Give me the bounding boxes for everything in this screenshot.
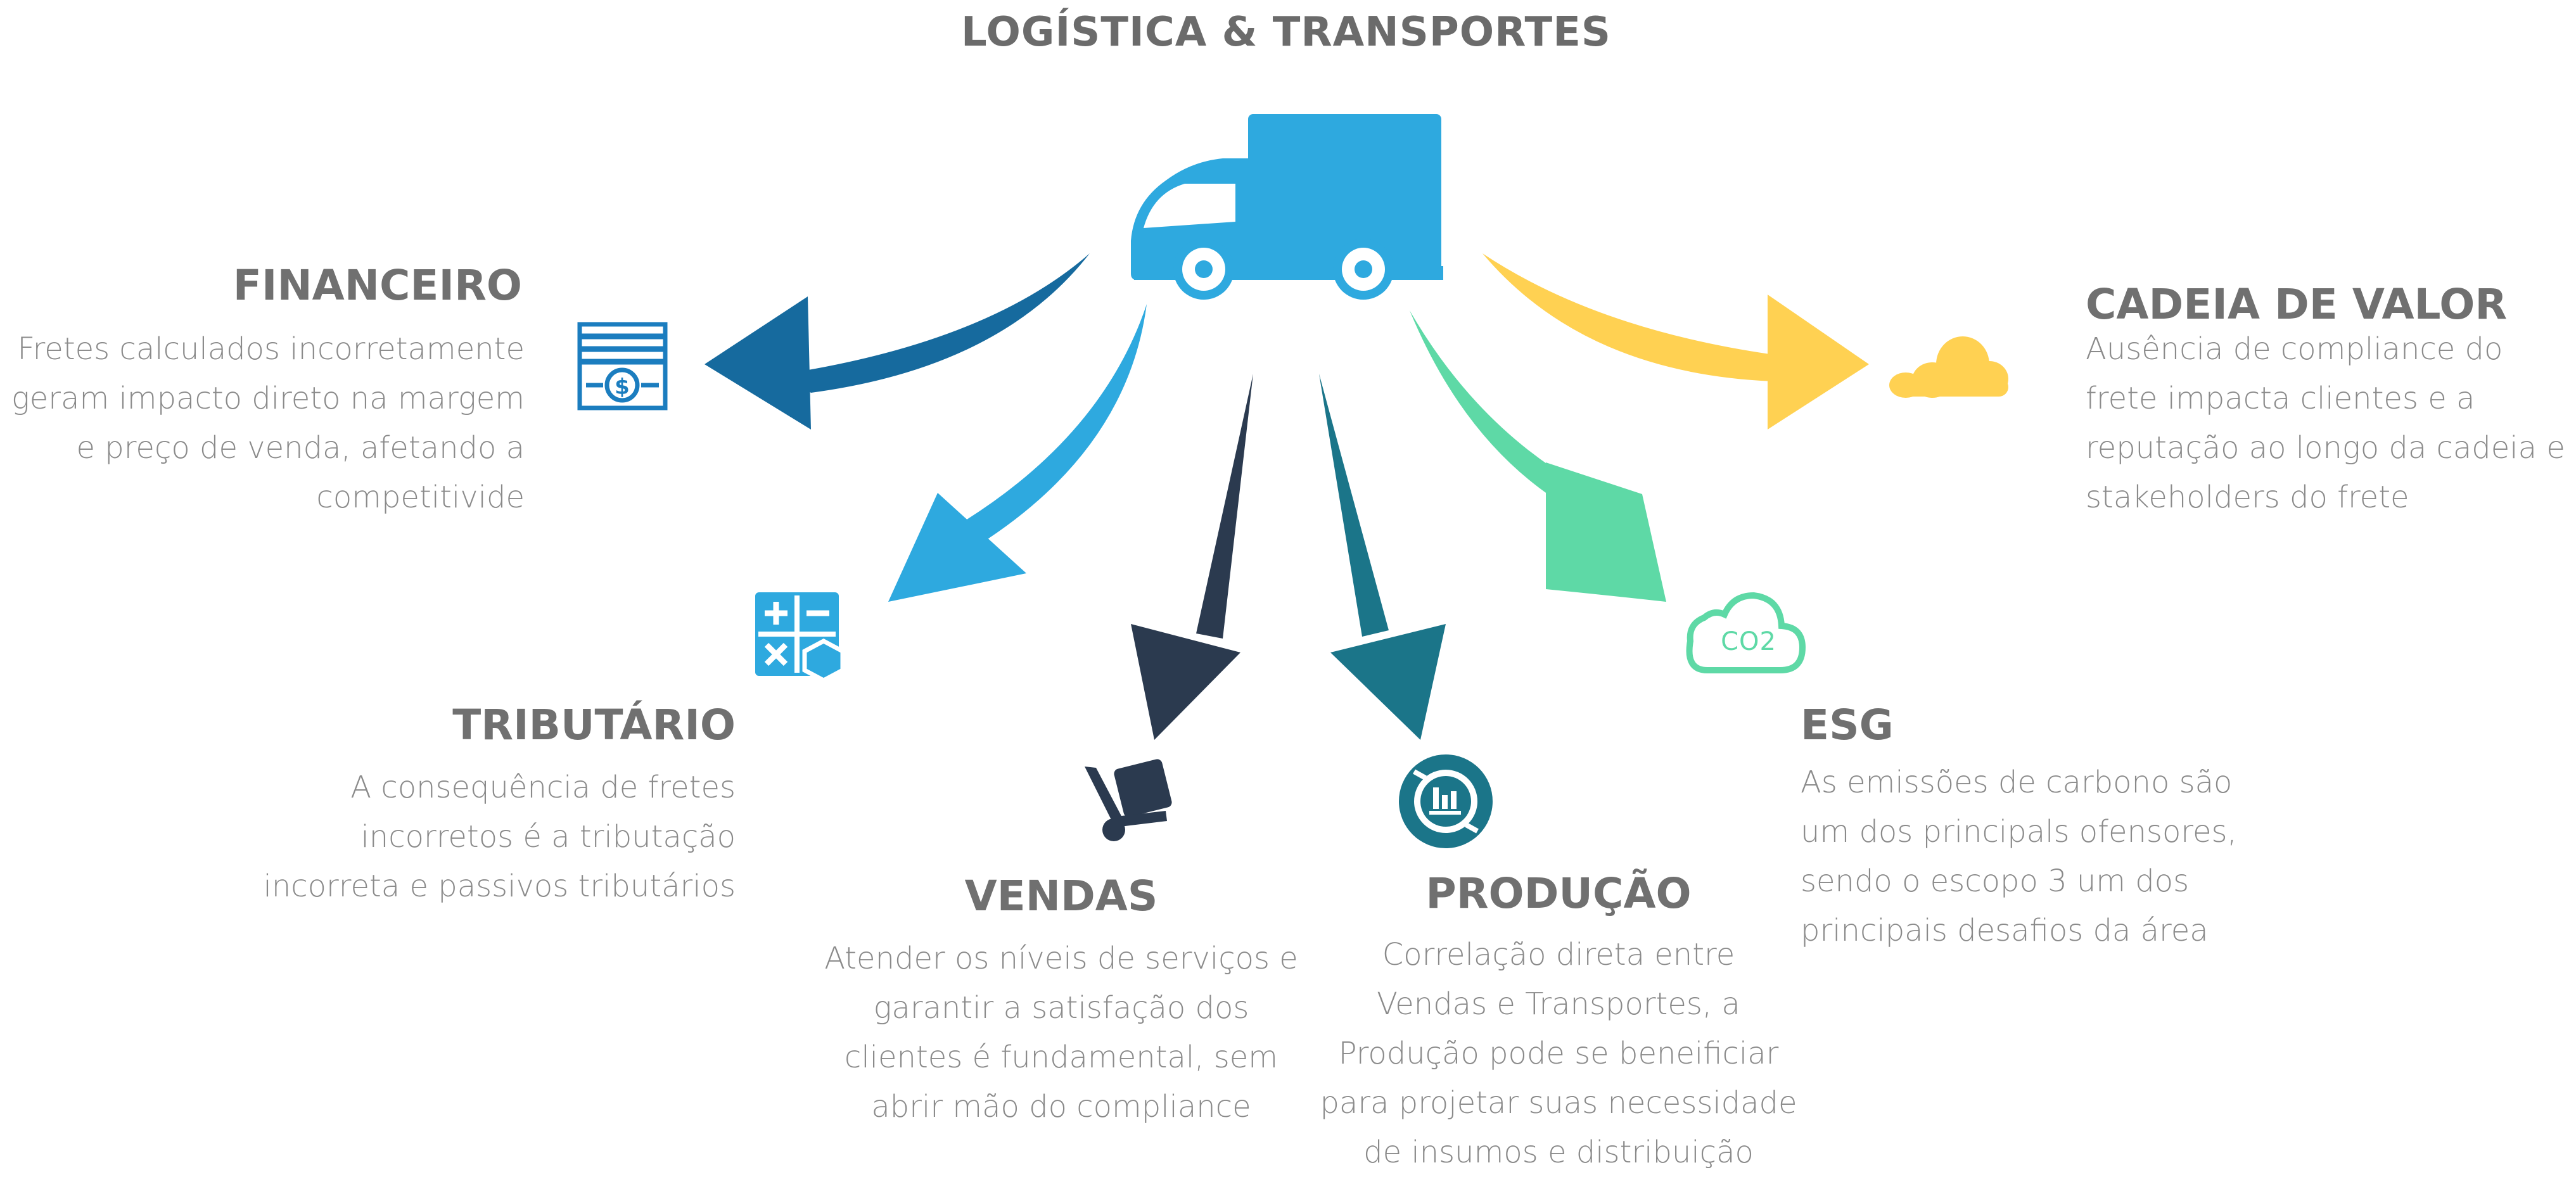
producao-line: de insumos e distribuição [1363, 1135, 1754, 1170]
producao-text: Correlação direta entre Vendas e Transpo… [1292, 930, 1825, 1177]
vendas-text: Atender os níveis de serviços e garantir… [805, 934, 1318, 1131]
financeiro-line: e preço de venda, afetando a [76, 430, 525, 466]
financeiro-line: geram impacto direto na margem [11, 381, 525, 416]
cadeia-line: reputação ao longo da cadeia e [2086, 430, 2565, 466]
cadeia-heading: CADEIA DE VALOR [2086, 280, 2508, 329]
cadeia-text: Ausência de compliance do frete impacta … [2086, 324, 2565, 522]
co2-label: CO2 [1721, 627, 1776, 656]
cadeia-line: stakeholders do frete [2086, 480, 2409, 515]
truck-icon [1131, 114, 1443, 300]
tributario-text: A consequência de fretes incorretos é a … [264, 763, 736, 911]
vendas-line: garantir a satisfação dos [873, 990, 1249, 1026]
esg-line: principais desafios da área [1801, 913, 2209, 948]
financeiro-line: Fretes calculados incorretamente [17, 331, 525, 367]
financeiro-heading: FINANCEIRO [233, 261, 522, 310]
cadeia-line: Ausência de compliance do [2086, 331, 2503, 367]
arrow-producao [1319, 374, 1446, 740]
vendas-heading: VENDAS [964, 872, 1158, 920]
cadeia-line: frete impacta clientes e a [2086, 381, 2475, 416]
vendas-line: Atender os níveis de serviços e [824, 941, 1298, 976]
vendas-line: abrir mão do compliance [871, 1089, 1251, 1124]
financeiro-text: Fretes calculados incorretamente geram i… [11, 324, 525, 522]
tributario-line: A consequência de fretes [350, 770, 736, 805]
cloud-icon [1889, 336, 2008, 398]
svg-text:$: $ [615, 374, 630, 400]
page-title: LOGÍSTICA & TRANSPORTES [961, 9, 1611, 56]
calculator-icon [755, 592, 845, 683]
producao-line: Correlação direta entre [1382, 937, 1735, 972]
esg-line: As emissões de carbono são [1801, 765, 2233, 800]
esg-line: um dos principals ofensores, [1801, 814, 2237, 849]
tributario-line: incorretos é a tributação [360, 819, 736, 855]
esg-heading: ESG [1801, 701, 1894, 749]
esg-line: sendo o escopo 3 um dos [1801, 863, 2190, 899]
tributario-line: incorreta e passivos tributários [263, 868, 736, 904]
producao-line: Produção pode se beneificiar [1338, 1036, 1779, 1071]
arrow-cadeia [1482, 253, 1869, 429]
esg-text: As emissões de carbono são um dos princi… [1801, 758, 2237, 955]
arrow-esg [1410, 310, 1666, 602]
producao-line: para projetar suas necessidade [1320, 1085, 1797, 1121]
arrow-vendas [1131, 374, 1253, 740]
arrow-financeiro [705, 253, 1090, 429]
tributario-heading: TRIBUTÁRIO [452, 701, 736, 749]
arrow-tributario [888, 304, 1147, 602]
producao-line: Vendas e Transportes, a [1377, 986, 1740, 1022]
vendas-line: clientes é fundamental, sem [844, 1040, 1278, 1075]
producao-heading: PRODUÇÃO [1425, 869, 1692, 918]
money-stack-icon [577, 322, 668, 410]
co2-cloud-icon [1686, 592, 1806, 673]
hand-truck-icon [1085, 759, 1172, 841]
production-cycle-icon [1399, 754, 1493, 848]
financeiro-line: competitivide [316, 480, 525, 515]
